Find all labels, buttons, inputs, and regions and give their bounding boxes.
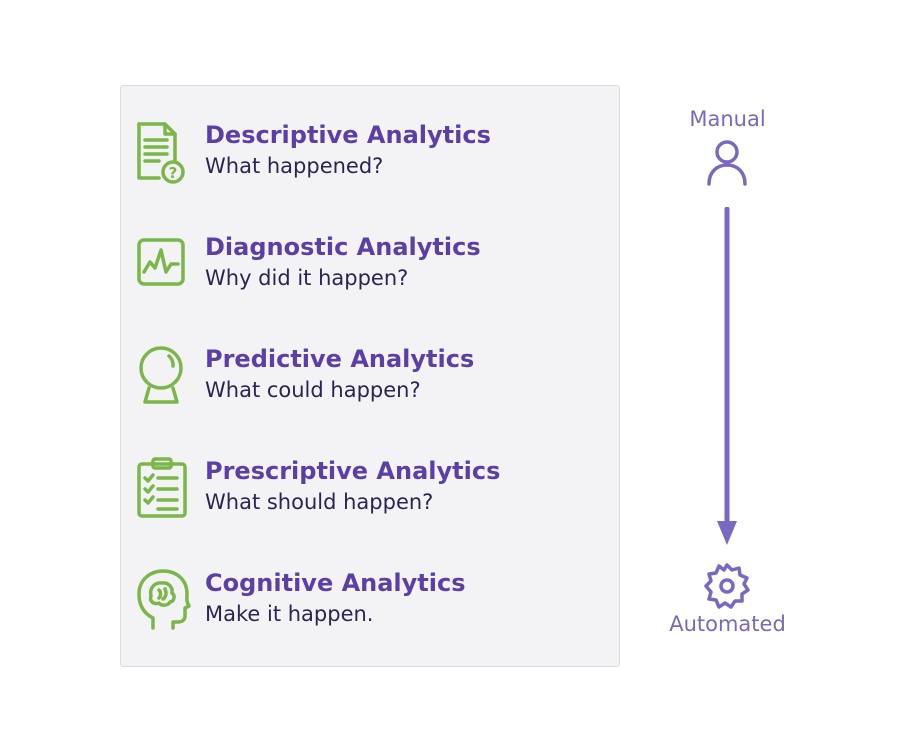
item-subtitle: What happened? (205, 154, 384, 178)
item-subtitle: What could happen? (205, 378, 421, 402)
analytics-list-panel: ? Descriptive Analytics What happened? D… (120, 85, 620, 667)
svg-text:?: ? (169, 164, 178, 182)
item-title: Diagnostic Analytics (205, 233, 481, 261)
item-subtitle: Make it happen. (205, 602, 374, 626)
gear-icon (703, 562, 751, 610)
document-question-icon: ? (135, 120, 191, 186)
automated-label: Automated (669, 612, 786, 636)
crystal-ball-icon (135, 344, 191, 410)
list-item-diagnostic: Diagnostic Analytics Why did it happen? (135, 232, 605, 302)
item-title: Cognitive Analytics (205, 569, 466, 597)
list-item-cognitive: Cognitive Analytics Make it happen. (135, 568, 605, 638)
monitor-pulse-icon (135, 232, 191, 298)
item-title: Predictive Analytics (205, 345, 475, 373)
head-brain-icon (135, 568, 191, 634)
item-subtitle: What should happen? (205, 490, 434, 514)
item-title: Prescriptive Analytics (205, 457, 501, 485)
manual-label: Manual (689, 107, 766, 131)
item-title: Descriptive Analytics (205, 121, 491, 149)
manual-to-automated-arrow (713, 206, 741, 547)
list-item-predictive: Predictive Analytics What could happen? (135, 344, 605, 414)
list-item-descriptive: ? Descriptive Analytics What happened? (135, 120, 605, 190)
person-icon (705, 138, 749, 188)
list-item-prescriptive: Prescriptive Analytics What should happe… (135, 456, 605, 526)
item-subtitle: Why did it happen? (205, 266, 409, 290)
clipboard-checklist-icon (135, 456, 191, 522)
